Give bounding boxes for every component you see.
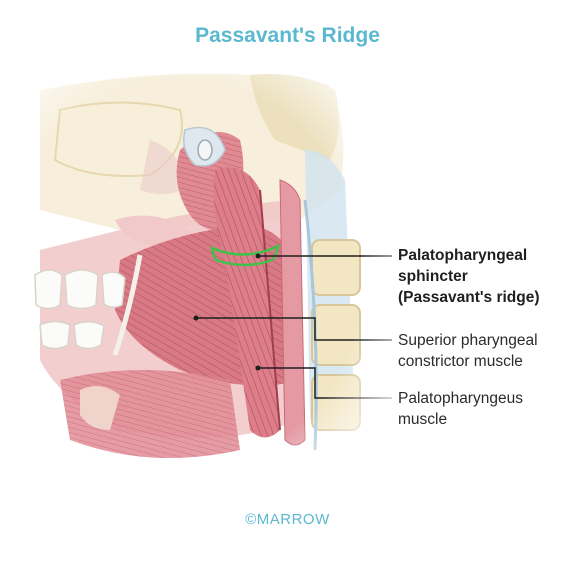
copyright-footer: ©MARROW: [245, 511, 330, 528]
label-superior-line2: constrictor muscle: [398, 353, 523, 370]
label-superior-line1: Superior pharyngeal: [398, 332, 538, 349]
label-palatopharyngeus-line1: Palatopharyngeus: [398, 390, 523, 407]
page-title: Passavant's Ridge: [195, 24, 380, 47]
label-palatopharyngeus-muscle: Palatopharyngeus muscle: [398, 388, 523, 430]
label-sphincter-line1: Palatopharyngeal: [398, 247, 528, 264]
label-sphincter-line2: sphincter: [398, 268, 468, 285]
label-sphincter-line3: (Passavant's ridge): [398, 289, 540, 306]
label-palatopharyngeal-sphincter: Palatopharyngeal sphincter (Passavant's …: [398, 245, 540, 308]
label-palatopharyngeus-line2: muscle: [398, 411, 448, 428]
label-superior-pharyngeal-constrictor: Superior pharyngeal constrictor muscle: [398, 330, 538, 372]
